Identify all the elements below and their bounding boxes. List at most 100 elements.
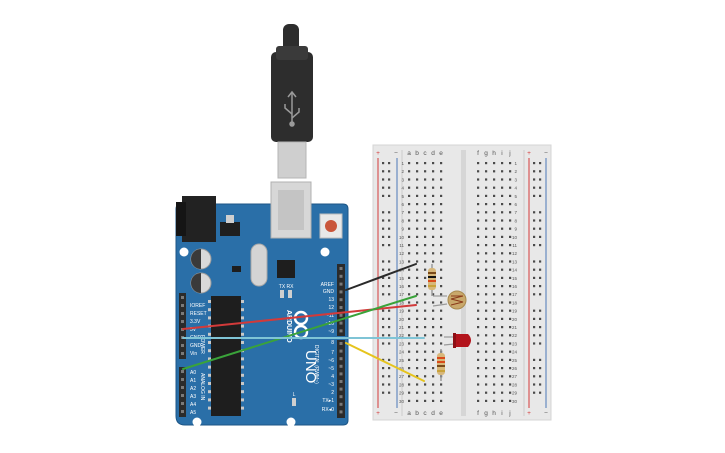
rail-hole[interactable]	[533, 342, 536, 345]
breadboard-hole[interactable]	[416, 227, 419, 230]
rail-hole[interactable]	[539, 391, 542, 394]
breadboard-hole[interactable]	[440, 162, 443, 165]
breadboard-hole[interactable]	[408, 268, 411, 271]
breadboard-hole[interactable]	[408, 383, 411, 386]
breadboard-hole[interactable]	[440, 301, 443, 304]
breadboard-hole[interactable]	[477, 391, 480, 394]
breadboard-hole[interactable]	[440, 309, 443, 312]
rail-hole[interactable]	[533, 260, 536, 263]
breadboard-hole[interactable]	[477, 211, 480, 214]
breadboard-hole[interactable]	[485, 227, 488, 230]
breadboard-hole[interactable]	[432, 252, 435, 255]
rail-hole[interactable]	[533, 391, 536, 394]
breadboard-hole[interactable]	[432, 211, 435, 214]
breadboard-hole[interactable]	[493, 358, 496, 361]
rail-hole[interactable]	[382, 293, 385, 296]
breadboard-hole[interactable]	[424, 317, 427, 320]
breadboard-hole[interactable]	[493, 367, 496, 370]
breadboard-hole[interactable]	[493, 301, 496, 304]
header-pin[interactable]	[339, 357, 343, 361]
rail-hole[interactable]	[382, 317, 385, 320]
header-pin[interactable]	[339, 364, 343, 368]
breadboard-hole[interactable]	[485, 268, 488, 271]
breadboard-hole[interactable]	[432, 342, 435, 345]
breadboard-hole[interactable]	[501, 268, 504, 271]
breadboard-hole[interactable]	[501, 317, 504, 320]
breadboard-hole[interactable]	[416, 186, 419, 189]
breadboard-hole[interactable]	[477, 170, 480, 173]
rail-hole[interactable]	[382, 276, 385, 279]
rail-hole[interactable]	[382, 309, 385, 312]
header-pin[interactable]	[339, 298, 343, 302]
breadboard-hole[interactable]	[485, 194, 488, 197]
breadboard-hole[interactable]	[424, 170, 427, 173]
rail-hole[interactable]	[382, 375, 385, 378]
rail-hole[interactable]	[382, 170, 385, 173]
breadboard-hole[interactable]	[424, 399, 427, 402]
rail-hole[interactable]	[533, 367, 536, 370]
header-pin[interactable]	[181, 352, 184, 355]
rail-hole[interactable]	[382, 367, 385, 370]
breadboard-hole[interactable]	[477, 260, 480, 263]
breadboard-hole[interactable]	[424, 309, 427, 312]
breadboard-hole[interactable]	[485, 334, 488, 337]
breadboard-hole[interactable]	[416, 162, 419, 165]
breadboard-hole[interactable]	[485, 367, 488, 370]
breadboard-hole[interactable]	[493, 178, 496, 181]
breadboard-hole[interactable]	[416, 367, 419, 370]
breadboard-hole[interactable]	[509, 367, 512, 370]
rail-hole[interactable]	[539, 211, 542, 214]
rail-hole[interactable]	[388, 170, 391, 173]
breadboard-hole[interactable]	[432, 186, 435, 189]
breadboard-hole[interactable]	[416, 244, 419, 247]
breadboard-hole[interactable]	[440, 244, 443, 247]
breadboard-hole[interactable]	[509, 211, 512, 214]
breadboard-hole[interactable]	[501, 227, 504, 230]
breadboard-hole[interactable]	[509, 383, 512, 386]
breadboard-hole[interactable]	[424, 178, 427, 181]
rail-hole[interactable]	[388, 276, 391, 279]
breadboard-hole[interactable]	[432, 383, 435, 386]
breadboard-hole[interactable]	[424, 203, 427, 206]
breadboard-hole[interactable]	[485, 211, 488, 214]
breadboard-hole[interactable]	[416, 301, 419, 304]
breadboard-hole[interactable]	[477, 350, 480, 353]
breadboard-hole[interactable]	[440, 334, 443, 337]
breadboard-hole[interactable]	[501, 367, 504, 370]
breadboard-hole[interactable]	[408, 342, 411, 345]
breadboard-hole[interactable]	[485, 252, 488, 255]
breadboard-hole[interactable]	[416, 391, 419, 394]
breadboard-hole[interactable]	[501, 334, 504, 337]
breadboard-hole[interactable]	[440, 219, 443, 222]
rail-hole[interactable]	[382, 285, 385, 288]
header-pin[interactable]	[339, 402, 343, 406]
rail-hole[interactable]	[539, 186, 542, 189]
arduino-uno-board[interactable]: TX RX L ARDUINO UNO DIGITAL (PWM~) POWER…	[175, 181, 349, 427]
breadboard-hole[interactable]	[485, 162, 488, 165]
header-pin[interactable]	[339, 372, 343, 376]
rail-hole[interactable]	[388, 268, 391, 271]
wire-yellow-pin8[interactable]	[345, 342, 425, 382]
breadboard-hole[interactable]	[485, 178, 488, 181]
rail-hole[interactable]	[533, 334, 536, 337]
breadboard-hole[interactable]	[440, 285, 443, 288]
breadboard-hole[interactable]	[509, 334, 512, 337]
breadboard-hole[interactable]	[416, 350, 419, 353]
breadboard-hole[interactable]	[432, 235, 435, 238]
breadboard-hole[interactable]	[493, 211, 496, 214]
header-pin[interactable]	[181, 344, 184, 347]
breadboard-hole[interactable]	[477, 268, 480, 271]
breadboard-hole[interactable]	[408, 309, 411, 312]
rail-hole[interactable]	[382, 194, 385, 197]
breadboard-hole[interactable]	[485, 203, 488, 206]
breadboard-hole[interactable]	[493, 391, 496, 394]
header-pin[interactable]	[181, 386, 184, 389]
breadboard-hole[interactable]	[477, 342, 480, 345]
breadboard-hole[interactable]	[509, 170, 512, 173]
breadboard-hole[interactable]	[493, 342, 496, 345]
rail-hole[interactable]	[539, 194, 542, 197]
breadboard-hole[interactable]	[424, 375, 427, 378]
rail-hole[interactable]	[533, 244, 536, 247]
breadboard-hole[interactable]	[509, 358, 512, 361]
rail-hole[interactable]	[539, 219, 542, 222]
